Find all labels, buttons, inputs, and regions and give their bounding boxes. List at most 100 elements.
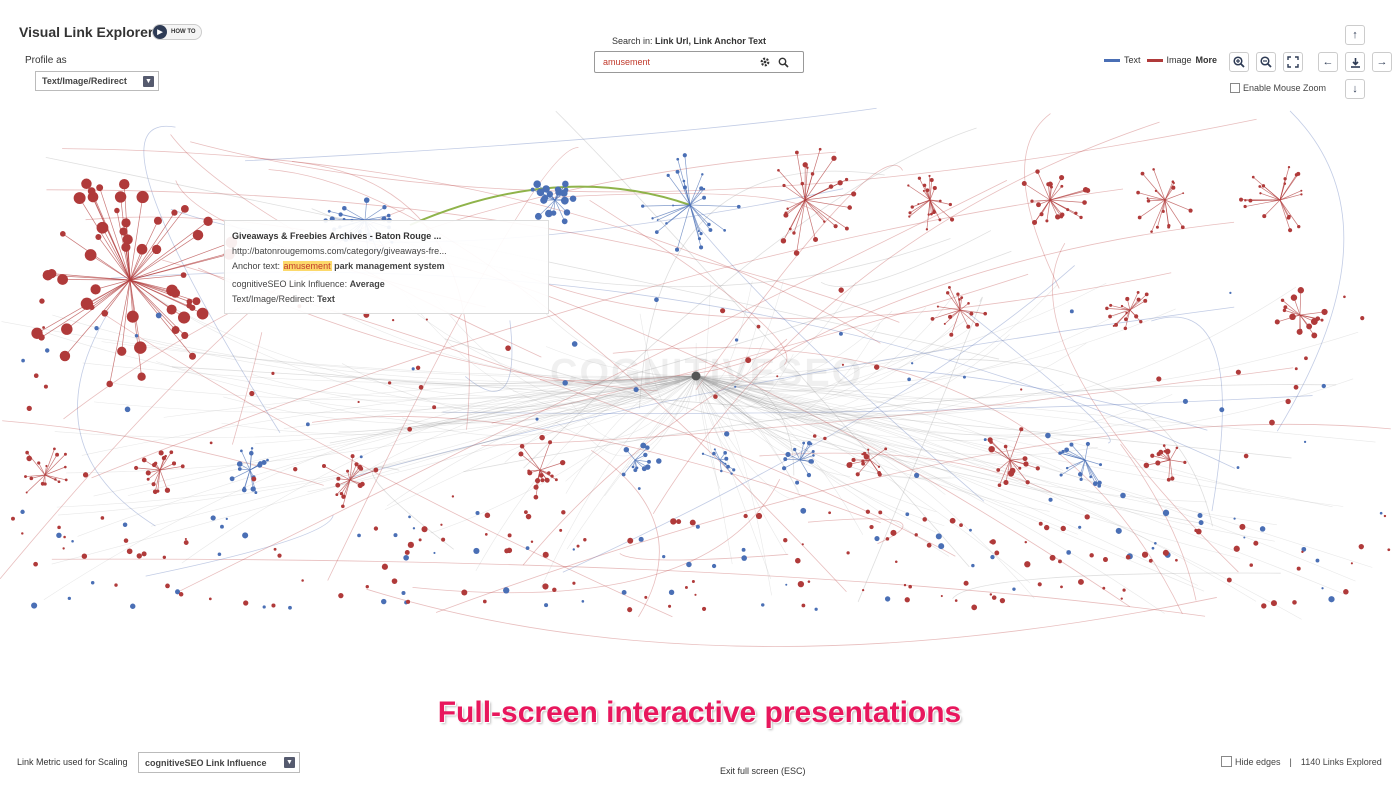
exit-fullscreen-link[interactable]: Exit full screen (ESC) <box>720 766 806 776</box>
edge <box>695 375 1345 595</box>
search-icon[interactable] <box>775 54 791 70</box>
edge <box>1047 184 1051 201</box>
edge <box>695 329 968 392</box>
pan-down-button[interactable]: ↓ <box>1345 79 1365 99</box>
edge <box>1084 459 1092 477</box>
edge <box>695 361 766 405</box>
hide-edges-checkbox[interactable] <box>1221 756 1232 767</box>
edge <box>465 320 513 392</box>
edge <box>283 375 697 430</box>
graph-node <box>473 547 480 555</box>
graph-node <box>795 150 799 155</box>
edge <box>1138 192 1166 201</box>
edge <box>154 469 161 492</box>
graph-node <box>1140 171 1145 176</box>
gear-icon[interactable] <box>757 54 773 70</box>
edge <box>794 449 801 461</box>
graph-node <box>802 441 806 445</box>
zoom-in-icon <box>1233 56 1245 68</box>
graph-node <box>1058 451 1062 455</box>
graph-node <box>833 224 838 229</box>
graph-node <box>534 212 542 220</box>
graph-node <box>1358 543 1364 550</box>
edge <box>1279 193 1302 201</box>
graph-node <box>37 461 41 465</box>
graph-node <box>542 583 549 590</box>
fullscreen-button[interactable] <box>1283 52 1303 72</box>
howto-button[interactable]: ▶ HOW TO <box>152 24 202 40</box>
graph-node <box>1009 467 1016 474</box>
edge <box>695 375 1198 586</box>
edge <box>695 310 893 386</box>
edge <box>695 375 772 596</box>
graph-node <box>418 385 424 390</box>
edge <box>1155 190 1166 201</box>
edge <box>804 199 816 240</box>
links-explored-count: 1140 Links Explored <box>1300 756 1382 767</box>
edge <box>799 455 814 461</box>
zoom-out-button[interactable] <box>1256 52 1276 72</box>
pan-right-button[interactable]: → <box>1372 52 1392 72</box>
graph-node <box>670 518 677 525</box>
promo-caption: Full-screen interactive presentations <box>437 696 962 729</box>
graph-node <box>338 212 343 217</box>
graph-node <box>1269 419 1275 426</box>
search-input[interactable] <box>601 56 755 68</box>
edge <box>344 218 366 221</box>
graph-node <box>530 187 535 192</box>
enable-mouse-zoom[interactable]: Enable Mouse Zoom <box>1230 83 1326 93</box>
graph-node <box>1283 305 1288 310</box>
graph-node <box>539 473 544 478</box>
graph-node <box>686 561 692 568</box>
edge <box>538 199 556 217</box>
edge <box>371 466 454 550</box>
footer-separator: | <box>1289 756 1292 767</box>
edge <box>857 296 983 603</box>
graph-node <box>701 173 704 176</box>
metric-select[interactable]: cognitiveSEO Link Influence ▼ <box>138 752 300 773</box>
graph-node <box>969 528 972 532</box>
graph-node <box>926 542 932 548</box>
edge <box>590 450 660 618</box>
hide-edges[interactable]: Hide edges | 1140 Links Explored <box>1221 756 1382 767</box>
edge <box>695 375 795 501</box>
arrow-right-icon: → <box>1376 56 1388 68</box>
enable-mouse-zoom-checkbox[interactable] <box>1230 83 1240 93</box>
profile-select[interactable]: Text/Image/Redirect ▼ <box>35 71 159 91</box>
graph-node <box>541 194 549 202</box>
graph-node <box>171 209 178 216</box>
zoom-in-button[interactable] <box>1229 52 1249 72</box>
graph-node <box>1321 308 1328 316</box>
edge <box>1250 199 1281 201</box>
graph-node <box>432 405 437 410</box>
edge <box>570 375 697 442</box>
edge <box>159 463 175 471</box>
graph-node <box>1021 181 1027 186</box>
edge <box>400 289 697 412</box>
link-graph[interactable] <box>0 100 1399 690</box>
graph-node <box>801 603 806 608</box>
edge <box>140 287 697 408</box>
edge <box>66 279 131 330</box>
legend-more-link[interactable]: More <box>1195 55 1218 65</box>
graph-node <box>271 603 276 608</box>
download-button[interactable] <box>1345 52 1365 72</box>
graph-node <box>1061 449 1065 454</box>
pan-left-button[interactable]: ← <box>1318 52 1338 72</box>
edge <box>145 515 334 577</box>
edge <box>62 279 131 281</box>
edge <box>695 375 1376 443</box>
graph-node <box>701 452 705 455</box>
edge <box>1067 459 1086 469</box>
graph-node <box>404 550 410 555</box>
graph-node <box>1259 526 1266 532</box>
graph-node <box>1018 466 1022 470</box>
edge <box>1164 199 1191 211</box>
pan-up-button[interactable]: ↑ <box>1345 25 1365 45</box>
graph-node <box>25 450 29 455</box>
edge <box>231 332 263 445</box>
edge <box>959 297 963 311</box>
graph-node <box>797 580 805 588</box>
graph-node <box>196 307 209 320</box>
graph-node <box>640 442 647 449</box>
